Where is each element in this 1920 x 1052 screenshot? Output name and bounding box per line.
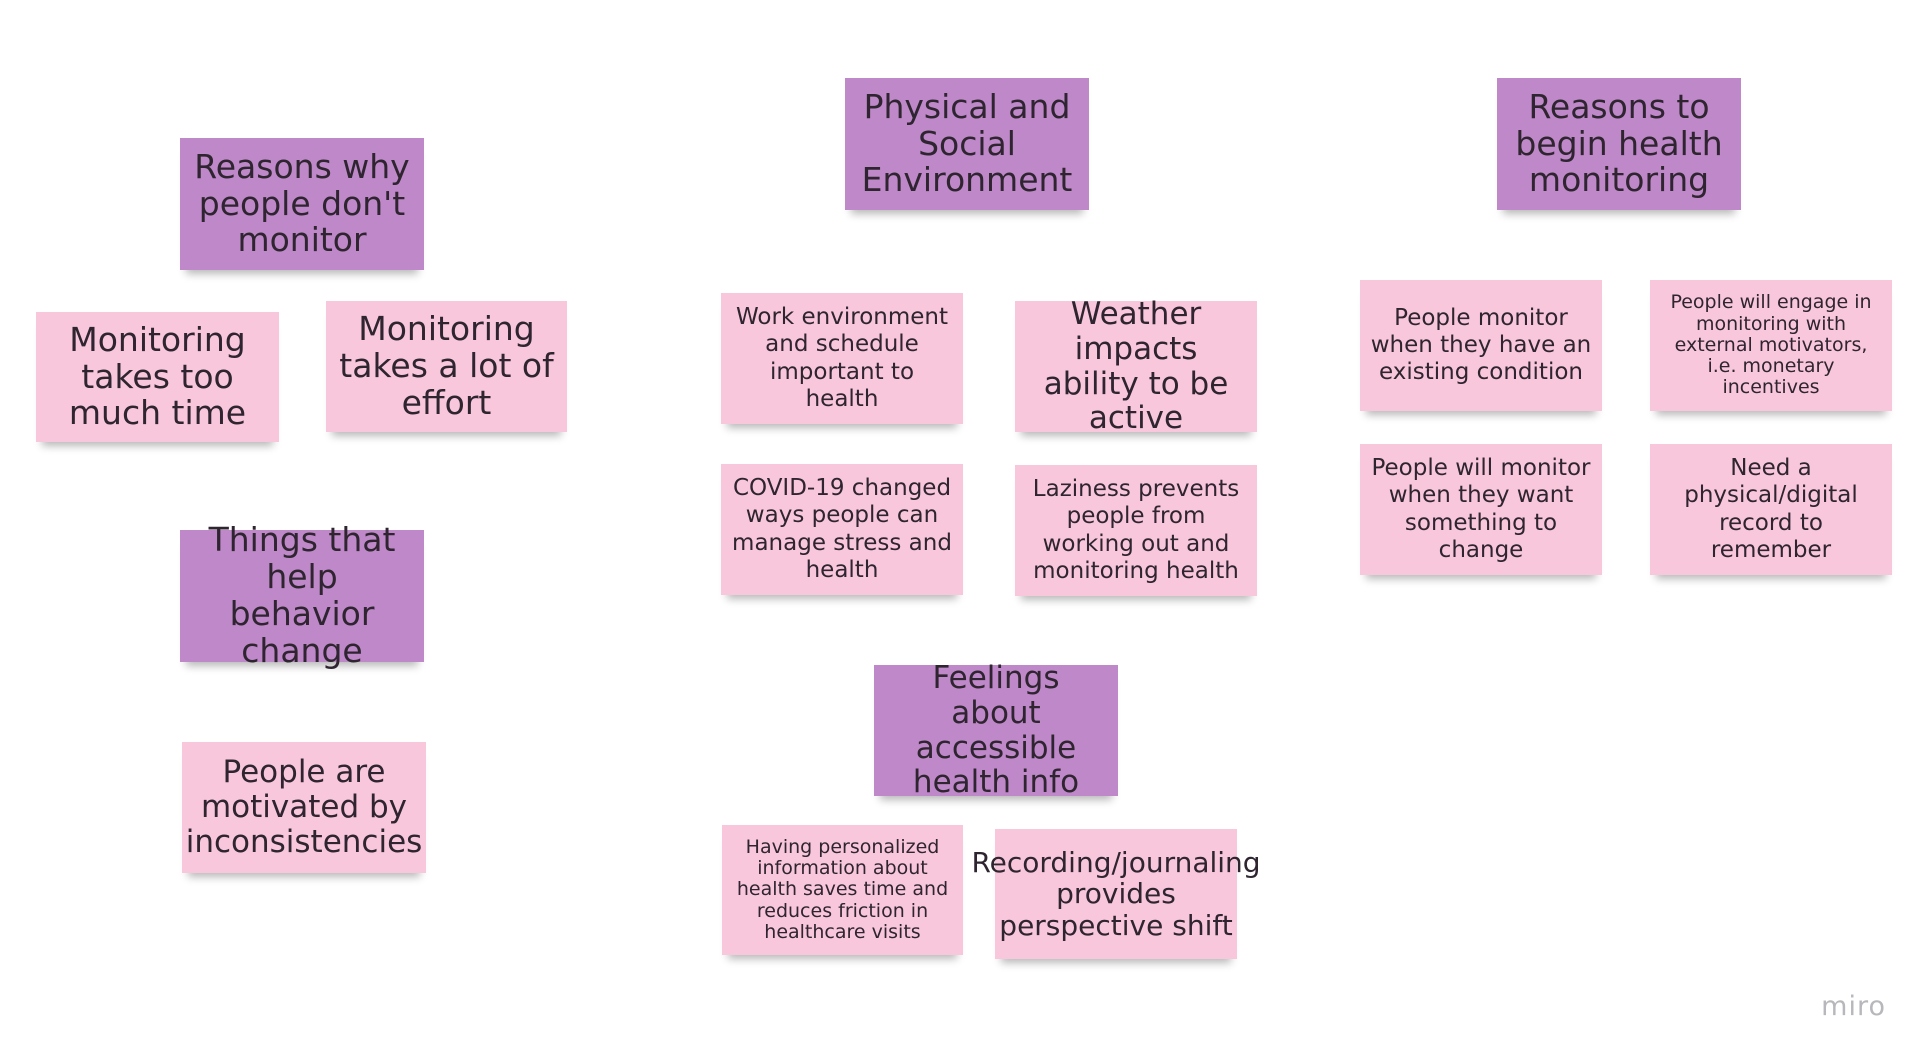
sticky-inconsistencies[interactable]: People are motivated by inconsistencies: [182, 742, 426, 873]
sticky-text: Laziness prevents people from working ou…: [1032, 476, 1240, 584]
sticky-text: People will engage in monitoring with ex…: [1670, 291, 1872, 399]
header-text: Reasons why people don't monitor: [194, 146, 410, 260]
sticky-external-motivators[interactable]: People will engage in monitoring with ex…: [1650, 280, 1892, 411]
sticky-covid[interactable]: COVID-19 changed ways people can manage …: [721, 464, 963, 595]
header-text: Physical and Social Environment: [861, 86, 1073, 200]
header-begin-monitoring[interactable]: Reasons to begin health monitoring: [1497, 78, 1741, 210]
sticky-takes-time[interactable]: Monitoring takes too much time: [36, 312, 279, 442]
sticky-text: COVID-19 changed ways people can manage …: [732, 475, 952, 583]
sticky-text: Having personalized information about he…: [736, 835, 949, 943]
sticky-effort[interactable]: Monitoring takes a lot of effort: [326, 301, 567, 432]
sticky-want-change[interactable]: People will monitor when they want somet…: [1360, 444, 1602, 575]
header-behavior-change[interactable]: Things that help behavior change: [180, 521, 424, 669]
sticky-personalized-info[interactable]: Having personalized information about he…: [722, 825, 963, 955]
sticky-text: Weather impacts ability to be active: [1043, 296, 1229, 437]
sticky-text: People will monitor when they want somet…: [1371, 455, 1591, 563]
sticky-text: People are motivated by inconsistencies: [185, 754, 423, 860]
header-reasons-not-monitor[interactable]: Reasons why people don't monitor: [180, 138, 424, 270]
sticky-record[interactable]: Need a physical/digital record to rememb…: [1650, 444, 1892, 575]
sticky-text: Monitoring takes a lot of effort: [339, 309, 554, 422]
sticky-text: Need a physical/digital record to rememb…: [1684, 455, 1858, 563]
header-text: Feelings about accessible health info: [912, 660, 1080, 801]
sticky-text: Work environment and schedule important …: [735, 304, 949, 412]
miro-logo: miro: [1821, 991, 1886, 1022]
header-text: Things that help behavior change: [208, 520, 396, 670]
sticky-weather[interactable]: Weather impacts ability to be active: [1015, 297, 1257, 436]
sticky-existing-condition[interactable]: People monitor when they have an existin…: [1360, 280, 1602, 411]
header-text: Reasons to begin health monitoring: [1515, 86, 1723, 200]
sticky-text: People monitor when they have an existin…: [1370, 304, 1592, 386]
header-physical-social[interactable]: Physical and Social Environment: [845, 78, 1089, 210]
sticky-journaling[interactable]: Recording/journaling provides perspectiv…: [971, 829, 1261, 959]
sticky-text: Recording/journaling provides perspectiv…: [971, 845, 1261, 942]
sticky-laziness[interactable]: Laziness prevents people from working ou…: [1015, 465, 1257, 596]
sticky-work-environment[interactable]: Work environment and schedule important …: [721, 293, 963, 424]
header-accessible-info[interactable]: Feelings about accessible health info: [874, 661, 1118, 800]
sticky-text: Monitoring takes too much time: [68, 319, 247, 433]
